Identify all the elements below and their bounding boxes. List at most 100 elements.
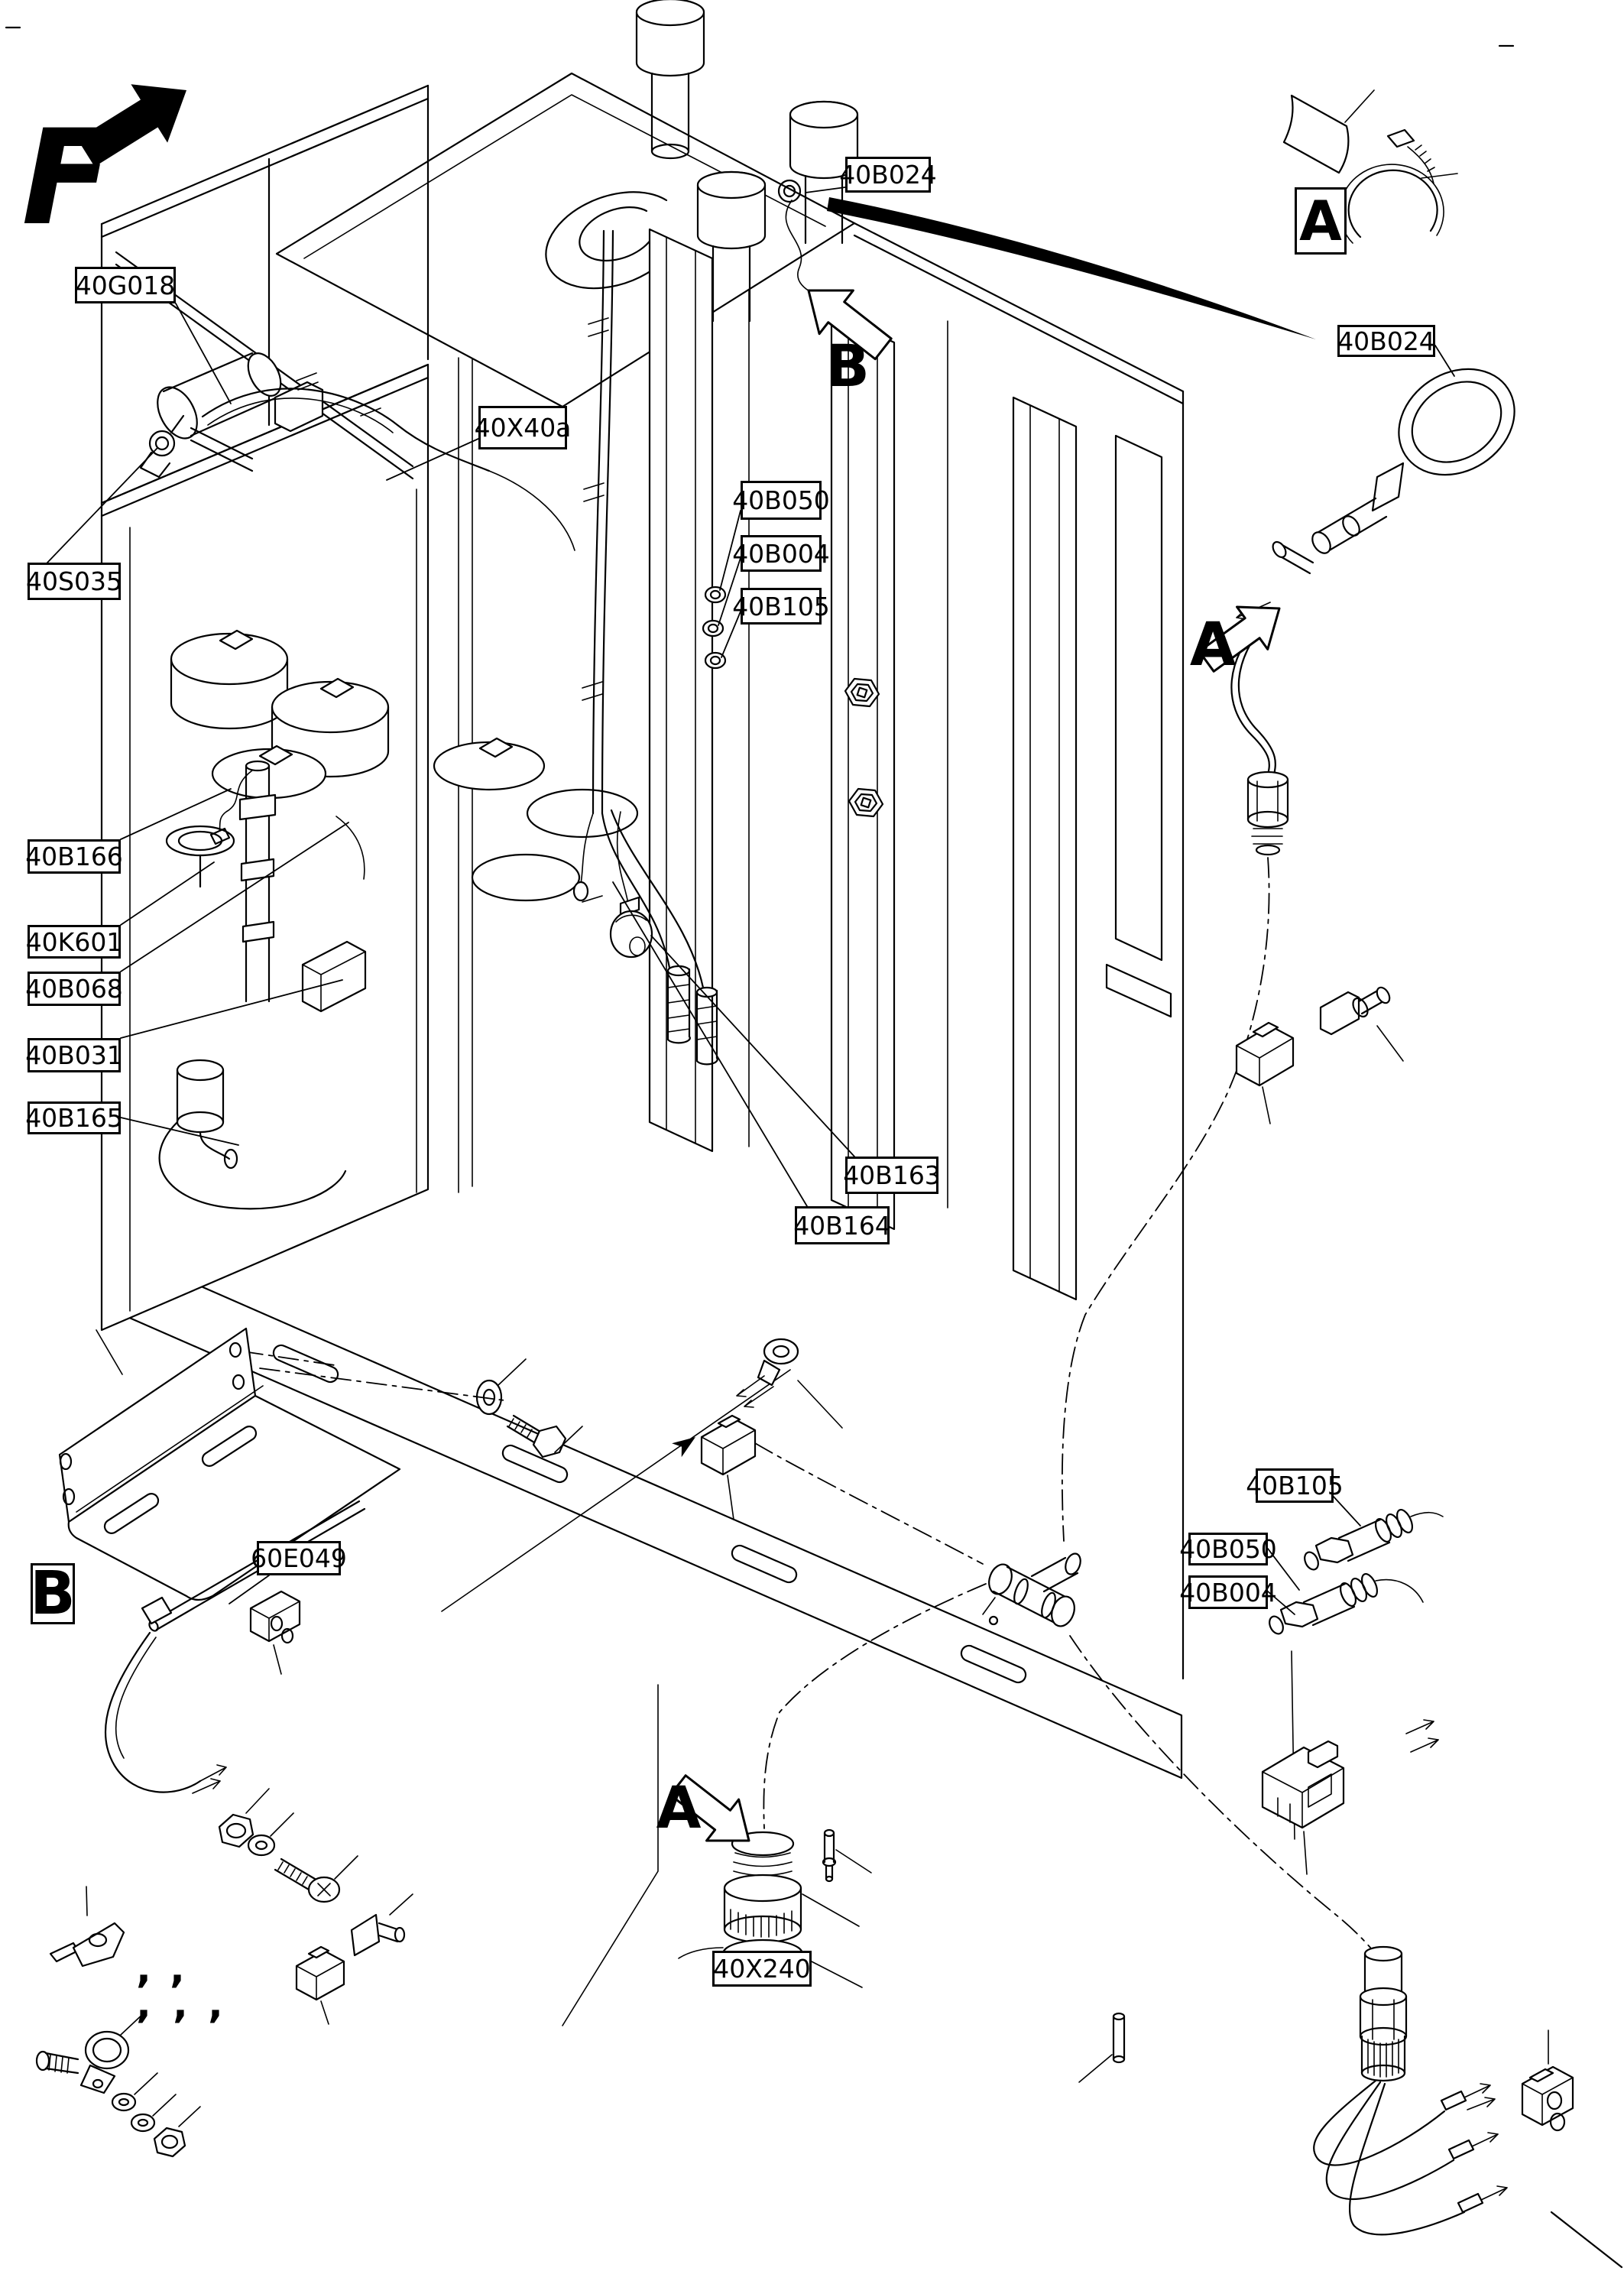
leader-line-40B165	[121, 1118, 238, 1145]
ring-terminal	[50, 1887, 124, 1966]
leader-line-40S035	[47, 448, 157, 563]
page-marks	[6, 28, 1622, 2267]
leader-line-40B105-top	[721, 612, 741, 657]
small-screw	[37, 2052, 78, 2073]
view-marker-view-f: F	[21, 100, 112, 255]
flow-line	[442, 1370, 790, 1611]
part-label-40G018: 40G018	[75, 267, 176, 303]
leader-line-40B164	[613, 882, 807, 1206]
hex-nut-2	[154, 2107, 200, 2156]
bracket-washer	[477, 1359, 526, 1414]
flow-arrowhead	[672, 1437, 695, 1458]
wire-routing	[243, 858, 1376, 2026]
f-direction-arrow	[77, 84, 186, 167]
connector-pair-right	[1237, 985, 1403, 1124]
contact-pin-right	[1079, 2013, 1124, 2082]
socket-with-wires	[737, 1339, 842, 1428]
right-harness	[582, 231, 718, 1064]
part-label-40B024-top: 40B024	[839, 157, 937, 193]
view-marker-comma-5: ,	[208, 1981, 223, 2027]
leader-line-40B004-top	[718, 558, 741, 625]
cable-end	[668, 966, 690, 1043]
part-label-40B004-bottom: 40B004	[1179, 1575, 1277, 1609]
drain-pump-40B165	[160, 1060, 345, 1208]
mounting-bracket	[60, 1329, 400, 1600]
part-label-40B004-top: 40B004	[732, 535, 830, 572]
ball-float-sensor	[574, 812, 652, 957]
washer-pair	[112, 2073, 176, 2131]
warning-sticker	[1284, 90, 1374, 173]
leader-line-40B024-top	[806, 187, 845, 193]
pressure-sensor-upper	[1302, 1507, 1443, 1572]
part-label-40B105-bottom: 40B105	[1246, 1468, 1344, 1503]
view-marker-comma-3: ,	[136, 1981, 151, 2027]
leader-line-40B105-bottom	[1334, 1497, 1360, 1526]
part-label-60E049: 60E049	[251, 1541, 347, 1575]
view-marker-view-a-bottom: A	[656, 1773, 702, 1841]
view-marker-comma-4: ,	[173, 1981, 188, 2027]
two-pin-connector	[1522, 2030, 1573, 2130]
a-view-arrow-right	[1191, 587, 1295, 683]
part-label-40B105-top: 40B105	[732, 588, 830, 625]
cable-tie	[1340, 130, 1457, 243]
vertical-channels	[650, 229, 1171, 1299]
hex-nut	[219, 1789, 269, 1847]
view-marker-view-b-bottom-left: B	[30, 1559, 76, 1628]
leader-line-40B166	[121, 789, 231, 839]
part-label-40B164: 40B164	[793, 1206, 891, 1244]
connector-plug-bl	[352, 1894, 413, 1955]
leader-line-40X40a	[387, 439, 478, 480]
beacon-lamp	[1231, 348, 1535, 778]
part-label-40B031: 40B031	[25, 1038, 123, 1072]
part-label-40B024-right: 40B024	[1337, 325, 1435, 357]
leader-line-40B068	[121, 822, 348, 972]
electric-motor-40G018	[150, 348, 323, 471]
bracket-bolt	[260, 1368, 582, 1457]
hex-plug	[849, 789, 883, 816]
leader-swoosh	[827, 197, 1316, 339]
view-marker-comma-1: ,	[136, 1946, 151, 1992]
level-sender-unit	[167, 761, 365, 1011]
clamp-grommet	[81, 2012, 145, 2093]
part-label-40K601: 40K601	[26, 925, 122, 959]
contact-pin	[823, 1830, 871, 1881]
leader-line-40B050-top	[720, 511, 741, 590]
label-leader-lines	[47, 187, 1454, 1614]
view-marker-view-a-right: A	[1189, 611, 1237, 680]
cable-end	[697, 988, 718, 1064]
leader-line-40B163	[651, 936, 854, 1157]
phillips-screw	[275, 1856, 358, 1902]
pump-40S035	[141, 416, 183, 477]
part-label-40B050-bottom: 40B050	[1179, 1533, 1277, 1565]
leader-line-40B004-bottom	[1268, 1591, 1295, 1614]
t-hose-connector	[983, 1552, 1083, 1630]
leader-line-40K601	[121, 862, 214, 925]
machine-tank-top	[277, 73, 854, 407]
big-connector	[1263, 1741, 1344, 1874]
leader-line-60E049	[229, 1575, 269, 1604]
part-label-40X40a: 40X40a	[475, 406, 571, 449]
flat-washer	[248, 1813, 293, 1855]
leader-line-40B050-bottom	[1268, 1549, 1299, 1590]
b-view-arrow	[792, 269, 900, 371]
part-label-40B050-top: 40B050	[732, 481, 830, 520]
part-label-40B163: 40B163	[843, 1157, 941, 1194]
hex-plug	[845, 679, 879, 706]
connector-male-bl	[297, 1947, 344, 2024]
leader-line-40B031	[121, 980, 342, 1038]
leader-line-40B024-right	[1435, 346, 1454, 376]
view-marker-view-b-top: B	[825, 331, 870, 400]
leader-line-40G018	[176, 303, 231, 404]
part-label-40B165: 40B165	[25, 1101, 123, 1134]
connector-male-mid	[702, 1416, 755, 1520]
view-arrows	[77, 84, 1295, 1861]
wiring-harness-40X40a	[203, 373, 575, 550]
fork-wires	[1406, 1720, 1438, 1752]
a-view-arrow-bottom	[662, 1765, 765, 1861]
cable-gland	[1248, 772, 1288, 855]
heater-connector	[251, 1591, 300, 1674]
view-marker-comma-2: ,	[170, 1946, 185, 1992]
part-label-40S035: 40S035	[26, 563, 122, 600]
